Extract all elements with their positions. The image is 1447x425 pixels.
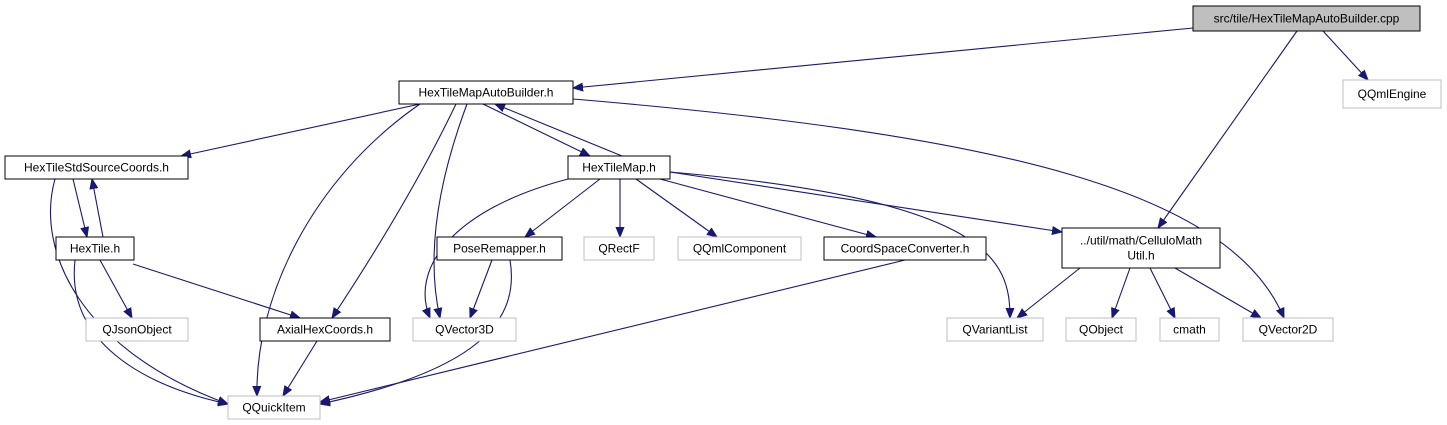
node-label: HexTileMapAutoBuilder.h <box>419 86 554 100</box>
node-axialhexcoords-h[interactable]: AxialHexCoords.h <box>259 317 391 342</box>
node-box <box>677 236 802 261</box>
node-qqmlcomponent: QQmlComponent <box>677 236 802 261</box>
node-label: HexTileStdSourceCoords.h <box>24 161 169 175</box>
edge-root-to-cellulomathutil-h <box>1158 30 1298 228</box>
edge-hextilemap-h-to-hextilemapautobuilder-h <box>495 104 623 157</box>
node-box <box>567 155 671 180</box>
edge-poseremapper-h-to-qquickitem <box>320 259 512 404</box>
node-qvector2d: QVector2D <box>1242 317 1334 342</box>
node-label: QJsonObject <box>102 323 172 337</box>
node-label: QRectF <box>598 242 639 256</box>
node-label: PoseRemapper.h <box>453 242 546 256</box>
node-hextile-h[interactable]: HexTile.h <box>55 236 135 261</box>
node-label: CoordSpaceConverter.h <box>841 242 970 256</box>
node-label: ../util/math/CelluloMath <box>1080 234 1202 248</box>
node-qobject: QObject <box>1065 317 1137 342</box>
node-box <box>412 317 517 342</box>
node-box <box>1159 317 1220 342</box>
node-label: HexTileMap.h <box>582 161 656 175</box>
node-label: QQmlEngine <box>1358 87 1427 101</box>
edge-hextilemap-h-to-qqmlcomponent <box>635 178 717 237</box>
node-root[interactable]: src/tile/HexTileMapAutoBuilder.cpp <box>1192 5 1421 32</box>
node-qjsonobject: QJsonObject <box>85 317 189 342</box>
node-box <box>823 236 987 261</box>
node-label: QVector2D <box>1259 323 1318 337</box>
node-label: AxialHexCoords.h <box>277 323 373 337</box>
node-box <box>1192 5 1421 32</box>
edge-hextile-h-to-axialhexcoords-h <box>132 263 300 318</box>
edge-axialhexcoords-h-to-qquickitem <box>283 340 318 396</box>
node-label: QObject <box>1079 323 1124 337</box>
node-box <box>583 236 655 261</box>
edge-hextilestdsourcecoords-h-to-qquickitem <box>49 178 228 404</box>
edge-hextilemapautobuilder-h-to-qvector2d <box>572 98 1284 318</box>
edge-coordspaceconverter-h-to-qquickitem <box>320 259 906 402</box>
node-label: HexTile.h <box>70 242 120 256</box>
node-box <box>1061 227 1221 269</box>
node-qvariantlist: QVariantList <box>946 317 1044 342</box>
edge-hextilemapautobuilder-h-to-hextilemap-h <box>482 103 590 156</box>
edge-hextilestdsourcecoords-h-to-hextile-h <box>72 178 87 237</box>
node-qquickitem: QQuickItem <box>227 395 321 420</box>
edge-cellulomathutil-h-to-qvariantlist <box>1017 267 1081 318</box>
edge-hextilemap-h-to-poseremapper-h <box>525 178 601 237</box>
node-qvector3d: QVector3D <box>412 317 517 342</box>
edge-hextilemap-h-to-coordspaceconverter-h <box>659 178 876 237</box>
node-box <box>436 236 563 261</box>
edge-hextile-h-to-qjsonobject <box>99 259 132 318</box>
edge-hextile-h-to-qquickitem <box>73 259 228 404</box>
edge-hextile-h-to-hextilestdsourcecoords-h <box>92 179 104 238</box>
node-hextilestdsourcecoords-h[interactable]: HexTileStdSourceCoords.h <box>4 155 189 180</box>
edge-cellulomathutil-h-to-qvector2d <box>1174 267 1261 318</box>
edge-hextilemap-h-to-qvariantlist <box>669 171 1010 318</box>
node-cmath: cmath <box>1159 317 1220 342</box>
node-coordspaceconverter-h[interactable]: CoordSpaceConverter.h <box>823 236 987 261</box>
edge-cellulomathutil-h-to-cmath <box>1149 267 1175 318</box>
edges-layer <box>49 27 1368 404</box>
node-poseremapper-h[interactable]: PoseRemapper.h <box>436 236 563 261</box>
edge-hextilemapautobuilder-h-to-hextilestdsourcecoords-h <box>181 103 421 156</box>
node-hextilemap-h[interactable]: HexTileMap.h <box>567 155 671 180</box>
node-box <box>398 80 574 105</box>
node-label: QVector3D <box>435 323 494 337</box>
node-box <box>1065 317 1137 342</box>
node-qqmlengine: QQmlEngine <box>1342 79 1442 109</box>
node-box <box>259 317 391 342</box>
node-label: QVariantList <box>962 323 1028 337</box>
node-box <box>227 395 321 420</box>
edge-hextilemap-h-to-cellulomathutil-h <box>669 171 1062 232</box>
node-qrectf: QRectF <box>583 236 655 261</box>
node-label: QQmlComponent <box>693 242 787 256</box>
edge-hextilemapautobuilder-h-to-axialhexcoords-h <box>332 103 457 318</box>
edge-poseremapper-h-to-qvector3d <box>470 259 493 318</box>
edge-hextilemapautobuilder-h-to-qvector3d <box>434 103 468 318</box>
node-label: Util.h <box>1127 249 1154 263</box>
edge-root-to-hextilemapautobuilder-h <box>573 27 1194 88</box>
edge-root-to-qqmlengine <box>1322 30 1368 80</box>
node-box <box>1242 317 1334 342</box>
node-box <box>4 155 189 180</box>
node-box <box>946 317 1044 342</box>
node-box <box>55 236 135 261</box>
node-hextilemapautobuilder-h[interactable]: HexTileMapAutoBuilder.h <box>398 80 574 105</box>
node-box <box>85 317 189 342</box>
nodes-layer: src/tile/HexTileMapAutoBuilder.cppQQmlEn… <box>4 5 1442 420</box>
edge-hextilemapautobuilder-h-to-qquickitem <box>257 103 421 396</box>
node-label: QQuickItem <box>242 401 305 415</box>
node-box <box>1342 79 1442 109</box>
node-label: cmath <box>1173 323 1206 337</box>
edge-cellulomathutil-h-to-qobject <box>1112 267 1131 318</box>
node-label: src/tile/HexTileMapAutoBuilder.cpp <box>1214 12 1400 26</box>
